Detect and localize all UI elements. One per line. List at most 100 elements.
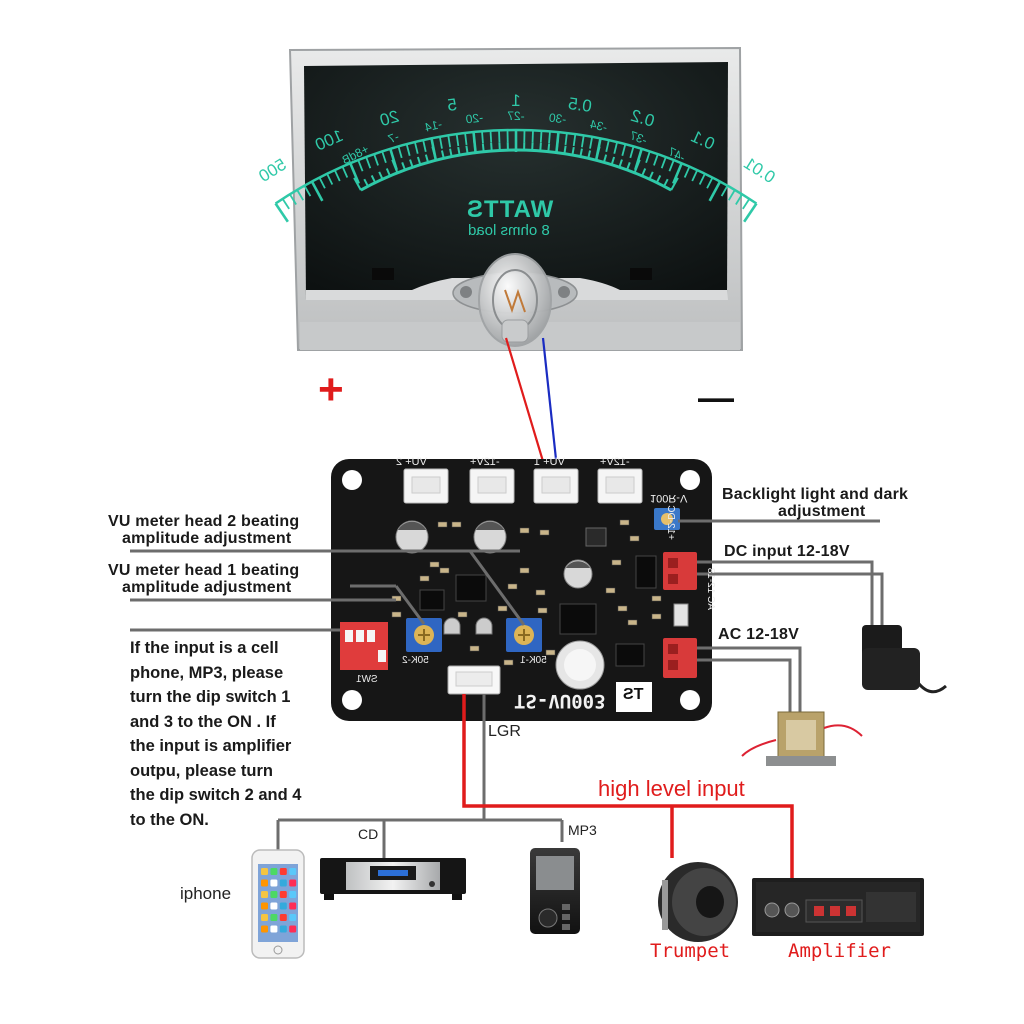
smd-part [497, 605, 508, 612]
db-tick [465, 145, 469, 154]
annotation-vu1-line1: VU meter head 1 beating [108, 562, 300, 579]
power-tick [481, 131, 484, 144]
smd-part [419, 575, 430, 582]
source-bus [276, 818, 564, 858]
db-tick [539, 142, 542, 151]
pivot-screw-left [460, 286, 472, 298]
meter-wire-red [504, 337, 550, 479]
smd-part [651, 595, 662, 602]
dc-terminal-label: +12-DC [665, 505, 676, 540]
conn-label-vu2: VU+ 2 [396, 456, 427, 468]
dip-note-line-5: the input is amplifier [130, 737, 292, 755]
dip-switch-note: If the input is a cell phone, MP3, pleas… [130, 636, 350, 832]
app-icon [261, 891, 268, 898]
annotation-vu1: VU meter head 1 beating amplitude adjust… [108, 562, 348, 596]
app-icon [289, 891, 297, 898]
db-scale-label: -30 [548, 110, 567, 126]
power-tick [381, 151, 387, 164]
db-scale-label: -7 [386, 129, 401, 146]
pivot-screw-right [558, 286, 570, 298]
db-scale-label: -34 [588, 117, 608, 135]
mp3-player-device [530, 848, 580, 934]
app-icon [261, 902, 268, 910]
db-tick [449, 148, 453, 157]
power-tick [318, 177, 326, 189]
lamp-base [501, 319, 529, 343]
db-tick [547, 143, 551, 152]
plus-symbol: + [318, 365, 344, 414]
app-icon [279, 902, 287, 910]
power-tick [708, 180, 722, 202]
amplifier-device [752, 878, 924, 936]
dc-wire-2 [697, 572, 884, 625]
power-scale-label: 500 [255, 155, 289, 186]
mount-hole-tl [342, 470, 362, 490]
dip-note-line-6: outpu, please turn [130, 761, 274, 780]
db-tick [555, 138, 560, 153]
iphone-label: iphone [180, 884, 232, 903]
power-tick [548, 131, 551, 144]
conn-label-vu1: VU+ 1 [534, 456, 565, 468]
power-scale-label: 5 [446, 95, 458, 115]
db-tick [416, 156, 422, 165]
power-tick [489, 130, 493, 143]
capacitor-1 [395, 520, 429, 554]
smd-part [469, 645, 480, 652]
power-tick [613, 141, 618, 154]
smd-part [617, 605, 628, 612]
db-scale-label: -27 [507, 109, 525, 123]
app-icon [270, 868, 278, 875]
power-tick [706, 177, 714, 189]
db-tick [385, 168, 391, 177]
power-tick [691, 169, 699, 182]
power-scale-label: 0.01 [740, 153, 778, 187]
annotation-dc-input: DC input 12-18V [724, 543, 850, 560]
connector-vu1 [533, 468, 579, 504]
power-tick [728, 189, 736, 201]
dip-note-line-4: and 3 to the ON . If [130, 712, 276, 731]
conn-label-12v-b: -12V+ [600, 456, 630, 468]
db-tick [391, 159, 399, 174]
lamp-filament [504, 288, 526, 314]
ac-wire-2 [697, 658, 792, 712]
power-tick [564, 132, 568, 146]
power-scale-label: 1 [511, 91, 520, 110]
db-tick [353, 177, 362, 191]
db-tick [641, 168, 647, 177]
meter-title: WATTS [466, 196, 554, 223]
minus-symbol: — [698, 377, 734, 418]
power-tick [539, 130, 543, 143]
mount-hole-bl [342, 690, 362, 710]
power-tick [743, 202, 758, 223]
trumpet-speaker-device [658, 862, 738, 942]
power-tick [296, 189, 304, 201]
db-tick [670, 177, 679, 191]
power-tick [414, 141, 419, 154]
power-tick [365, 156, 372, 169]
dip-note-line-7: the dip switch 2 and 4 [130, 786, 302, 804]
power-tick [605, 139, 610, 153]
power-tick [397, 146, 403, 159]
db-tick [571, 146, 575, 156]
power-tick [621, 143, 627, 156]
ac-terminal-label: AC 12-18 [705, 567, 716, 610]
transistor-2 [475, 617, 493, 635]
dip-note-line-3: turn the dip switch 1 [130, 688, 291, 706]
power-tick [464, 132, 468, 146]
smd-part [605, 587, 616, 594]
app-icon [270, 925, 278, 933]
potentiometer-2 [406, 618, 442, 652]
power-tick [357, 159, 364, 172]
power-tick [289, 193, 297, 205]
annotation-backlight: Backlight light and dark adjustment [722, 486, 962, 520]
connector-12v-a [469, 468, 515, 504]
app-icon [289, 914, 297, 921]
mount-hole-tr [680, 470, 700, 490]
app-icon [261, 868, 268, 875]
power-tick [653, 153, 659, 166]
db-tick [378, 171, 384, 180]
annotation-lines [130, 519, 880, 632]
meter-slot-right [630, 268, 652, 280]
